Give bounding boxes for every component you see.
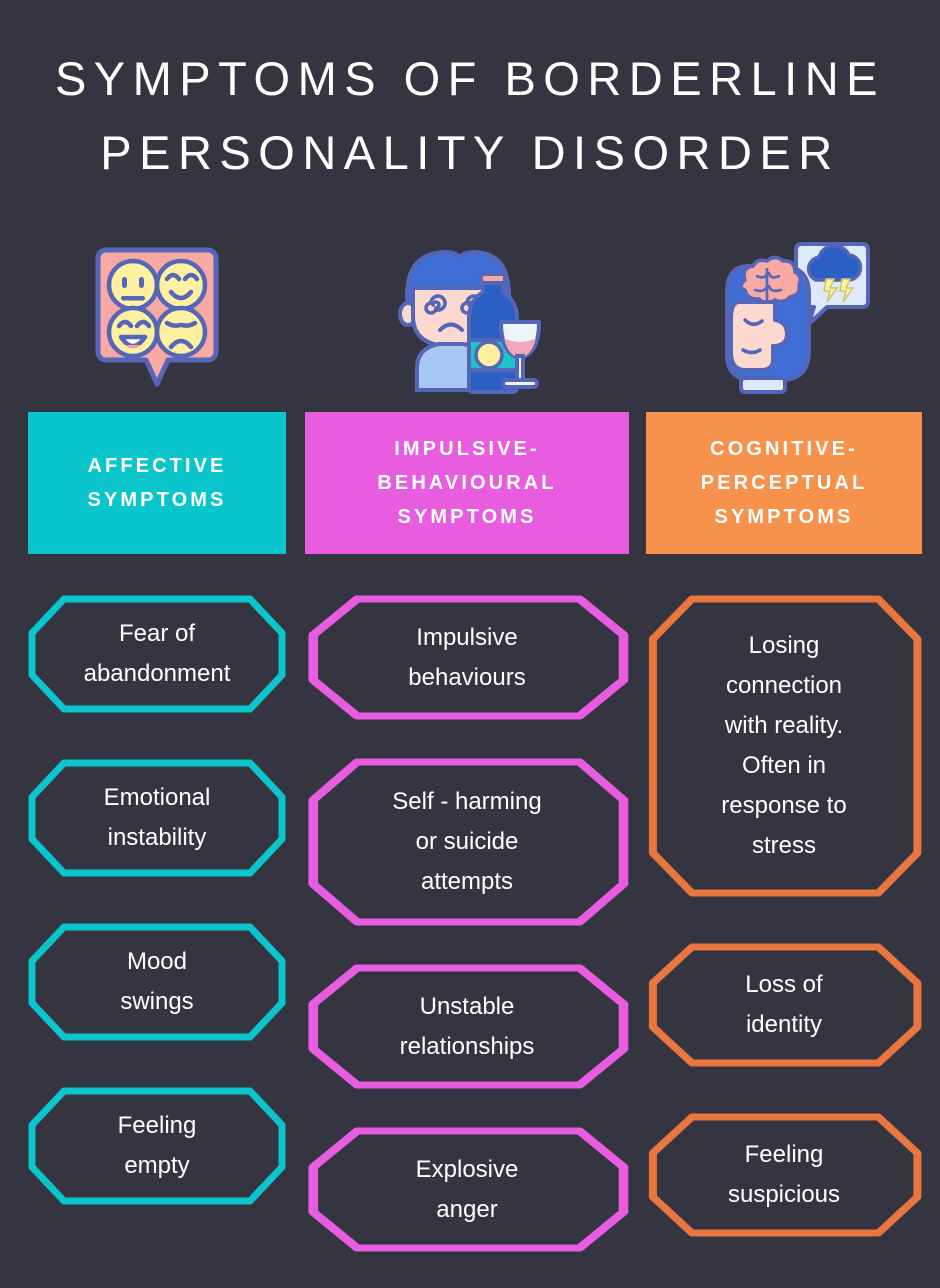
dizzy-person-alcohol-bottle-icon bbox=[305, 225, 629, 412]
title-line-2: Personality Disorder bbox=[100, 126, 840, 179]
symptom-list-affective: Fear of abandonment Emotional instabilit… bbox=[28, 595, 286, 1205]
symptom-label: Emotional instability bbox=[103, 784, 211, 851]
symptom-label: Feeling suspicious bbox=[727, 1141, 841, 1208]
symptom-box[interactable]: Explosive anger bbox=[305, 1127, 629, 1252]
symptom-label: Loss of identity bbox=[745, 971, 823, 1038]
column-cognitive-perceptual: Cognitive- Perceptual Symptoms Losing co… bbox=[646, 225, 922, 1237]
category-heading-affective: Affective Symptoms bbox=[28, 412, 286, 554]
category-heading-cognitive-perceptual: Cognitive- Perceptual Symptoms bbox=[646, 412, 922, 554]
symptom-list-impulsive-behavioural: Impulsive behaviours Self - harming or s… bbox=[305, 595, 629, 1252]
column-affective: Affective Symptoms Fear of abandonment bbox=[28, 225, 286, 1205]
symptom-box[interactable]: Self - harming or suicide attempts bbox=[305, 758, 629, 926]
symptom-label: Self - harming or suicide attempts bbox=[392, 788, 542, 895]
symptom-box[interactable]: Feeling empty bbox=[28, 1087, 286, 1205]
symptom-box[interactable]: Impulsive behaviours bbox=[305, 595, 629, 720]
symptom-label: Explosive anger bbox=[415, 1155, 519, 1223]
symptom-label: Fear of abandonment bbox=[83, 620, 231, 687]
symptom-box[interactable]: Loss of identity bbox=[646, 943, 922, 1067]
symptom-box[interactable]: Feeling suspicious bbox=[646, 1113, 922, 1237]
symptom-label: Unstable relationships bbox=[399, 992, 535, 1060]
symptom-box[interactable]: Emotional instability bbox=[28, 759, 286, 877]
title-line-1: Symptoms of Borderline bbox=[54, 52, 886, 105]
page-title: Symptoms of Borderline Personality Disor… bbox=[0, 42, 940, 190]
symptom-label: Impulsive behaviours bbox=[408, 623, 526, 691]
symptom-label: Mood swings bbox=[120, 948, 194, 1015]
symptom-box[interactable]: Unstable relationships bbox=[305, 964, 629, 1089]
emoji-faces-speech-bubble-icon bbox=[28, 225, 286, 412]
symptom-label: Losing connection with reality. Often in… bbox=[721, 632, 847, 859]
symptom-box[interactable]: Mood swings bbox=[28, 923, 286, 1041]
symptom-label: Feeling empty bbox=[117, 1112, 197, 1179]
symptom-list-cognitive-perceptual: Losing connection with reality. Often in… bbox=[646, 595, 922, 1237]
symptom-box[interactable]: Losing connection with reality. Often in… bbox=[646, 595, 922, 897]
column-impulsive-behavioural: Impulsive- Behavioural Symptoms Impulsiv… bbox=[305, 225, 629, 1252]
symptom-box[interactable]: Fear of abandonment bbox=[28, 595, 286, 713]
head-brain-storm-cloud-icon bbox=[646, 225, 922, 412]
symptom-columns: Affective Symptoms Fear of abandonment bbox=[0, 225, 940, 1288]
category-heading-impulsive-behavioural: Impulsive- Behavioural Symptoms bbox=[305, 412, 629, 554]
